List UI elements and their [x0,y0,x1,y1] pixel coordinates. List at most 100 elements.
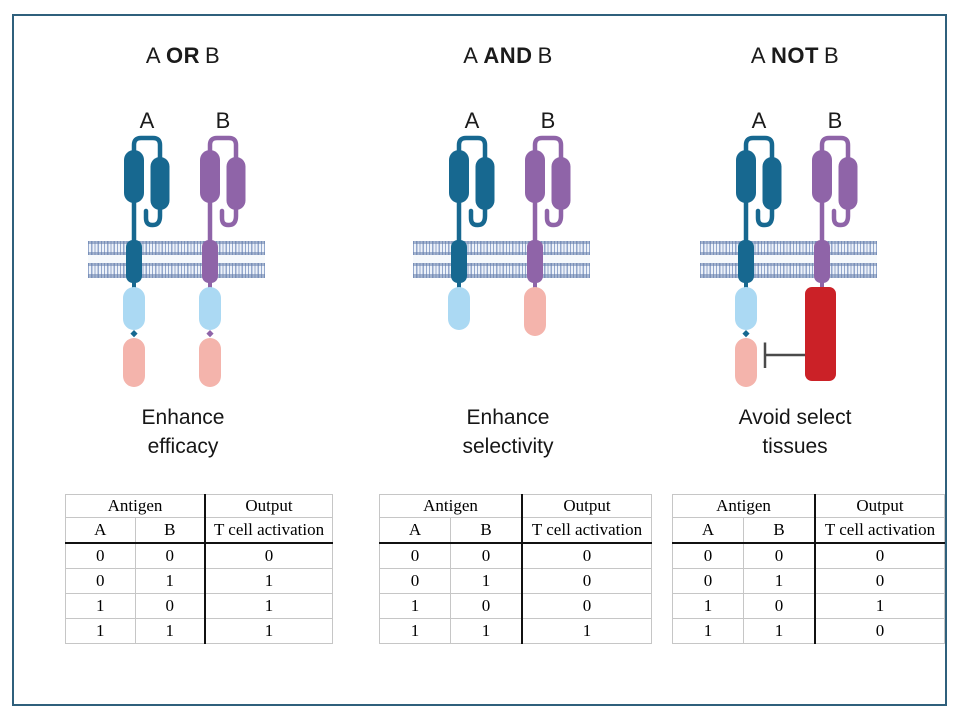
caption-line2: efficacy [147,435,219,458]
antigen-header: Antigen [379,494,523,518]
output-subheader: T cell activation [521,517,652,544]
costim-domain [448,282,470,330]
cell-a: 0 [379,542,451,569]
receptor-b [199,138,246,387]
receptor-a [448,138,495,330]
cell-a: 1 [672,618,744,644]
receptor-a [123,138,170,387]
receptor-a-label: A [464,108,480,133]
receptor-a-label: A [139,108,155,133]
caption-line2: selectivity [462,435,554,458]
scfv-head [525,138,571,243]
cell-a: 1 [672,593,744,619]
scfv-head [449,138,495,243]
membrane-gap [700,255,877,263]
col-b-header: B [134,517,206,544]
col-b-header: B [450,517,523,544]
and-gate-receptor-diagram [448,138,571,336]
not-gate-receptor-diagram [735,138,858,387]
title-pre: A [463,43,479,68]
receptor-b-label: B [827,108,843,133]
transmembrane-domain [814,240,830,283]
costim-domain [123,282,145,330]
cell-b: 1 [134,618,206,644]
transmembrane-domain [126,240,142,283]
cell-output: 1 [814,593,945,619]
cell-b: 0 [134,542,206,569]
transmembrane-domain [202,240,218,283]
col-a-header: A [672,517,744,544]
receptor-b-label: B [540,108,556,133]
title-post: B [537,43,553,68]
antigen-header: Antigen [65,494,206,518]
signaling-domain [524,282,546,336]
cell-b: 1 [450,618,523,644]
antigen-header: Antigen [672,494,816,518]
title-operator: OR [166,43,200,68]
inhibitory-domain [805,282,836,381]
cell-output: 0 [814,542,945,569]
cell-output: 1 [204,568,334,594]
receptor-a [735,138,782,387]
receptor-a-label: A [751,108,767,133]
cell-a: 0 [65,542,136,569]
output-header: Output [204,494,334,518]
receptor-b-label: B [215,108,231,133]
cell-output: 0 [814,618,945,644]
output-header: Output [521,494,652,518]
cell-b: 0 [743,542,816,569]
cell-output: 0 [204,542,334,569]
cell-a: 0 [65,568,136,594]
panel-caption: Avoid select tissues [645,403,945,461]
cell-b: 0 [134,593,206,619]
cell-b: 1 [450,568,523,594]
receptor-b [805,138,858,381]
output-header: Output [814,494,945,518]
output-subheader: T cell activation [204,517,334,544]
title-post: B [205,43,221,68]
title-operator: NOT [771,43,819,68]
cell-b: 0 [743,593,816,619]
cell-output: 0 [521,568,652,594]
membrane-gap [413,255,590,263]
cell-output: 1 [521,618,652,644]
title-post: B [823,43,840,68]
cell-a: 1 [65,618,136,644]
cell-b: 1 [743,568,816,594]
signaling-domain [735,330,757,387]
cell-a: 1 [379,618,451,644]
caption-line2: tissues [762,435,828,458]
cell-a: 0 [672,542,744,569]
col-b-header: B [743,517,816,544]
cell-output: 0 [814,568,945,594]
panel-caption: Enhance efficacy [33,403,333,461]
cell-a: 0 [379,568,451,594]
transmembrane-domain [451,240,467,283]
cell-output: 1 [204,593,334,619]
signaling-domain [123,330,145,387]
cell-b: 1 [743,618,816,644]
col-a-header: A [379,517,451,544]
cell-a: 1 [65,593,136,619]
title-pre: A [750,43,767,68]
transmembrane-domain [738,240,754,283]
costim-domain [735,282,757,330]
